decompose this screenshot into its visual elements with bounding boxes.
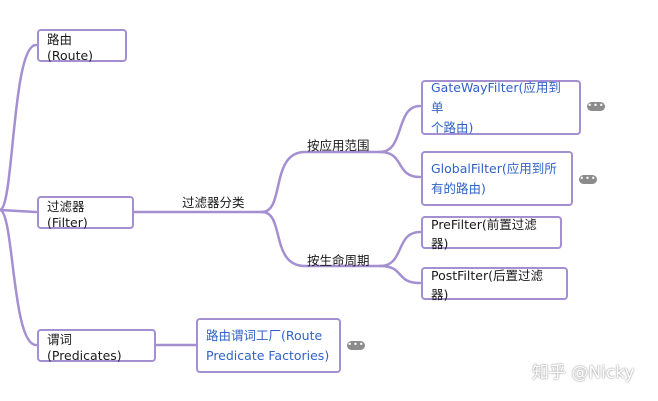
pre-filter-label: PreFilter(前置过滤器)	[431, 216, 537, 251]
global-filter-node[interactable]: GlobalFilter(应用到所 有的路由)	[421, 151, 573, 206]
connector-category-lifecycle	[260, 210, 382, 268]
watermark: 知乎 @Nicky	[532, 363, 635, 383]
predicates-label: 谓词(Predicates)	[47, 331, 122, 363]
filter-node[interactable]: 过滤器(Filter)	[37, 196, 134, 230]
global-filter-line2: 有的路由)	[431, 180, 486, 196]
route-node[interactable]: 路由(Route)	[37, 29, 127, 63]
by-lifecycle-label: 按生命周期	[307, 253, 370, 268]
connector-lifecycle-pre	[378, 230, 422, 268]
connector-category-scope	[260, 150, 382, 214]
connector-root-predicates	[0, 208, 38, 347]
gateway-filter-more-icon[interactable]: •••	[587, 101, 605, 111]
filter-category-label: 过滤器分类	[182, 195, 245, 210]
connector-scope-global	[378, 150, 422, 179]
predicate-factories-node[interactable]: 路由谓词工厂(Route Predicate Factories)	[196, 318, 341, 373]
connector-scope-gateway	[378, 104, 422, 154]
predicates-node[interactable]: 谓词(Predicates)	[37, 329, 156, 363]
pre-filter-node[interactable]: PreFilter(前置过滤器)	[421, 216, 562, 251]
gateway-filter-line1: GateWayFilter(应用到单	[431, 79, 561, 115]
filter-label: 过滤器(Filter)	[47, 198, 88, 230]
gateway-filter-node[interactable]: GateWayFilter(应用到单 个路由)	[421, 80, 581, 135]
post-filter-node[interactable]: PostFilter(后置过滤器)	[421, 267, 568, 302]
gateway-filter-line2: 个路由)	[431, 119, 474, 135]
post-filter-label: PostFilter(后置过滤器)	[431, 267, 543, 302]
by-scope-label: 按应用范围	[307, 138, 370, 153]
route-label: 路由(Route)	[47, 31, 94, 63]
predicate-factories-line1: 路由谓词工厂(Route	[206, 327, 323, 343]
predicate-factories-line2: Predicate Factories)	[206, 347, 330, 363]
connector-lifecycle-post	[378, 264, 422, 285]
connector-root-filter	[0, 208, 38, 214]
connector-root-route	[0, 43, 38, 212]
global-filter-line1: GlobalFilter(应用到所	[431, 160, 557, 176]
predicate-factories-more-icon[interactable]: •••	[347, 340, 365, 350]
global-filter-more-icon[interactable]: •••	[579, 174, 597, 184]
